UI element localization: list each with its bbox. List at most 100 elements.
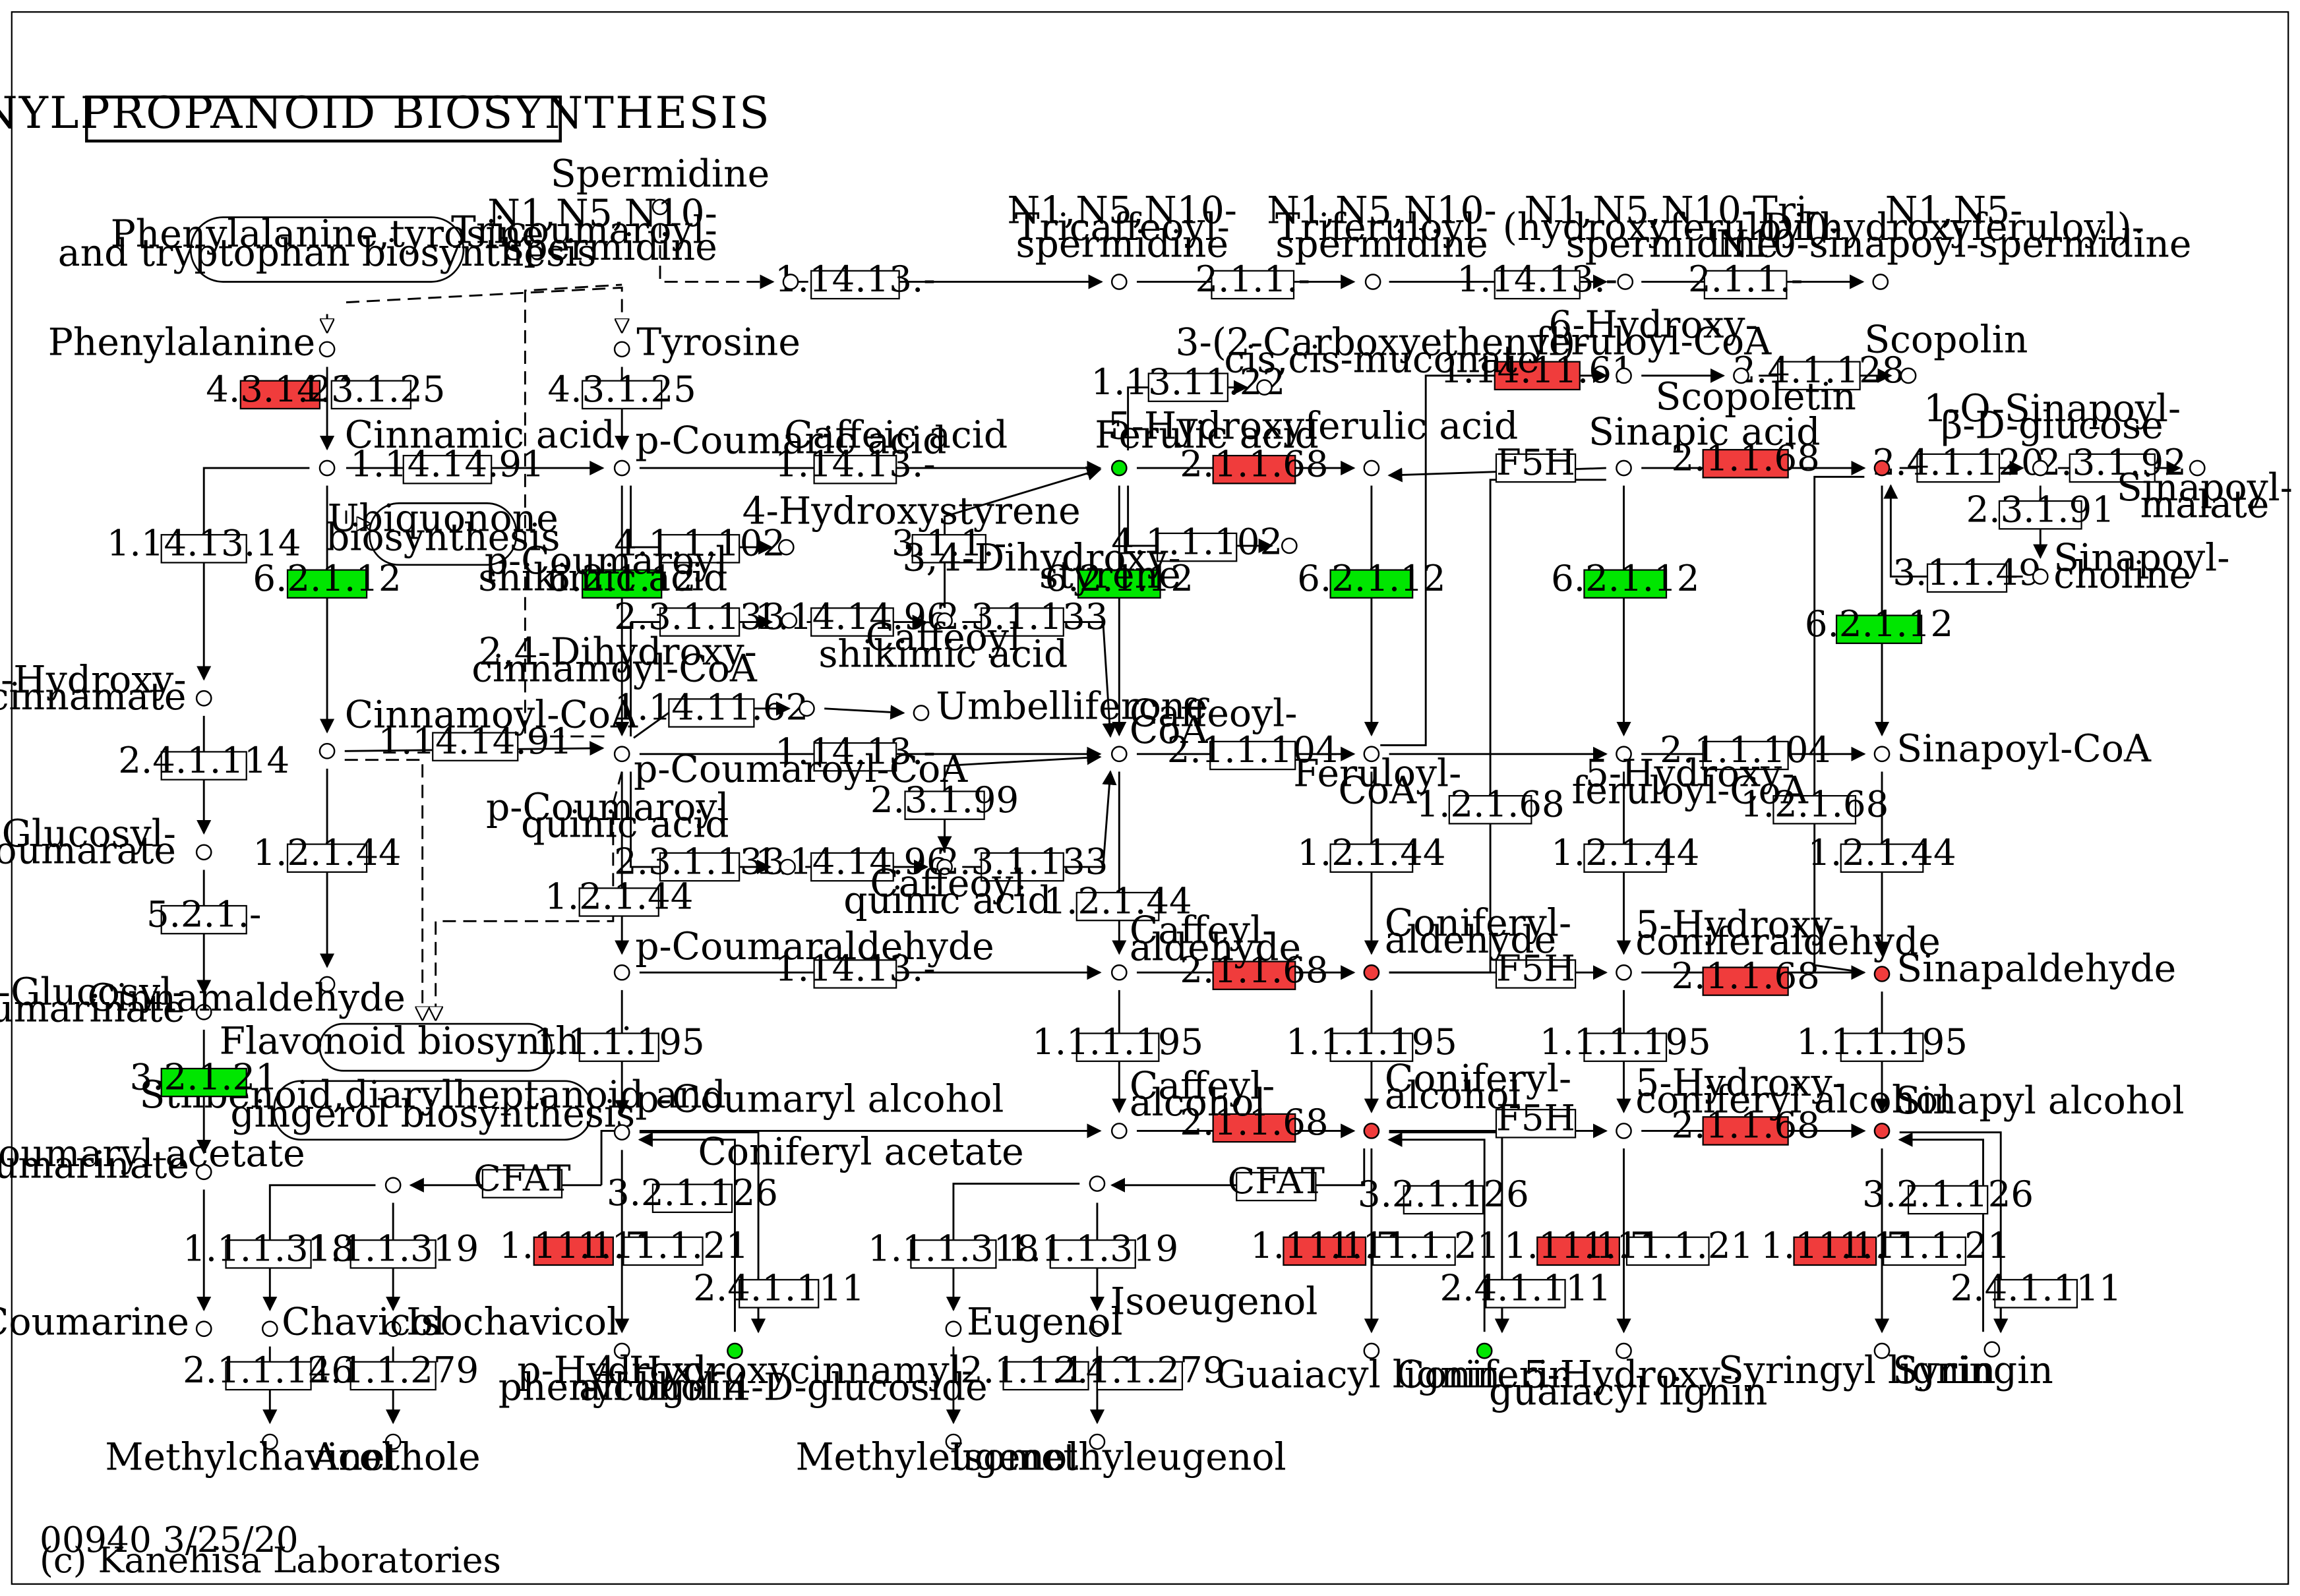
compound-node[interactable] (1873, 1342, 1891, 1359)
enzyme-box[interactable]: F5H (1495, 947, 1577, 990)
compound-schol[interactable] (2032, 568, 2049, 585)
compound-node[interactable] (1873, 1123, 1891, 1139)
compound-ieug[interactable] (1089, 1320, 1106, 1338)
compound-node[interactable] (318, 976, 336, 993)
compound-anet[interactable] (384, 1433, 402, 1450)
enzyme-box[interactable]: 2.3.1.92 (2038, 441, 2187, 483)
compound-node[interactable] (384, 1320, 402, 1338)
compound-pcac[interactable] (384, 1177, 402, 1194)
compound-coumarinate[interactable] (195, 1164, 212, 1181)
compound-node[interactable] (1872, 274, 1889, 290)
enzyme-box[interactable]: CFAT (473, 1157, 570, 1199)
compound-hgl5[interactable] (1616, 1342, 1632, 1359)
compound-hcald5[interactable] (1616, 964, 1632, 981)
compound-node[interactable] (779, 858, 796, 875)
enzyme-box[interactable]: 3.1.1.- (892, 522, 1006, 564)
compound-ccm[interactable] (1256, 379, 1273, 396)
enzyme-box[interactable]: 2.3.1.91 (1966, 488, 2115, 530)
compound-calc[interactable] (1110, 1123, 1128, 1139)
enzyme-box[interactable]: 6.2.1.12 (1045, 557, 1194, 599)
enzyme-box[interactable]: 2.1.1.279 (307, 1349, 479, 1391)
compound-umb[interactable] (913, 705, 930, 721)
compound-sgluc[interactable] (2032, 459, 2049, 477)
compound-node[interactable] (799, 700, 815, 717)
compound-node[interactable] (1873, 459, 1891, 477)
enzyme-box[interactable]: 1.14.13.- (775, 730, 936, 772)
compound-node[interactable] (384, 1433, 402, 1450)
compound-node[interactable] (1616, 1342, 1632, 1359)
enzyme-box[interactable]: 1.1.1.195 (1286, 1020, 1457, 1063)
enzyme-box[interactable]: 2.1.1.68 (1180, 949, 1328, 991)
enzyme-box[interactable]: 1.2.1.44 (253, 831, 401, 873)
enzyme-box[interactable]: 1.11.1.21 (1839, 1224, 2011, 1266)
enzyme-box[interactable]: 2.3.1.133 (936, 595, 1108, 637)
compound-node[interactable] (195, 1003, 212, 1020)
compound-conalc[interactable] (1363, 1123, 1380, 1139)
compound-node[interactable] (1616, 367, 1632, 384)
compound-csh[interactable] (936, 612, 953, 629)
compound-conald[interactable] (1363, 964, 1380, 981)
compound-node[interactable] (613, 459, 630, 477)
compound-node[interactable] (936, 612, 953, 629)
compound-cin[interactable] (318, 459, 336, 477)
compound-salc[interactable] (1873, 1123, 1891, 1139)
enzyme-box[interactable]: 2.4.1.128 (1733, 349, 1904, 391)
enzyme-box[interactable]: 1.2.1.68 (1416, 783, 1564, 825)
compound-sl[interactable] (1873, 1342, 1891, 1359)
enzyme-box[interactable]: 1.1.1.319 (307, 1227, 479, 1270)
enzyme-box[interactable]: 2.3.1.99 (870, 779, 1019, 821)
enzyme-box[interactable]: 1.2.1.68 (1740, 783, 1889, 825)
compound-cqa[interactable] (936, 858, 953, 875)
enzyme-box[interactable]: 4.1.1.102 (1111, 520, 1283, 562)
enzyme-box[interactable]: 1.1.1.318 (868, 1227, 1039, 1270)
enzyme-box[interactable]: 2.1.1.68 (1180, 1101, 1328, 1143)
enzyme-box[interactable]: 1.11.1.21 (577, 1224, 748, 1266)
enzyme-box[interactable]: 2.1.1.68 (1672, 955, 1820, 997)
compound-node[interactable] (782, 274, 799, 290)
compound-smal[interactable] (2189, 459, 2206, 477)
compound-node[interactable] (613, 341, 630, 358)
enzyme-box[interactable]: 3.2.1.126 (607, 1171, 778, 1214)
compound-node[interactable] (613, 964, 630, 981)
compound-node[interactable] (613, 746, 630, 763)
compound-node[interactable] (2032, 568, 2049, 585)
enzyme-box[interactable]: 4.3.1.24 (206, 368, 354, 410)
compound-spd[interactable] (651, 198, 669, 216)
compound-node[interactable] (613, 1342, 630, 1359)
compound-tcs[interactable] (782, 274, 799, 290)
enzyme-box[interactable]: 1.2.1.44 (1807, 831, 1956, 873)
compound-node[interactable] (261, 1433, 278, 1450)
enzyme-box[interactable]: 2.1.1.- (1195, 258, 1310, 300)
compound-node[interactable] (1110, 964, 1128, 981)
compound-hs[interactable] (777, 539, 795, 556)
enzyme-box[interactable]: F5H (1495, 441, 1577, 483)
compound-bdgc[interactable] (195, 844, 212, 861)
compound-pcsh[interactable] (781, 612, 798, 629)
compound-node[interactable] (261, 1320, 278, 1338)
enzyme-box[interactable]: 1.14.14.91 (378, 720, 572, 762)
enzyme-box[interactable]: CFAT (1228, 1160, 1325, 1202)
compound-chav[interactable] (261, 1320, 278, 1338)
compound-node[interactable] (1616, 746, 1632, 763)
compound-dhc[interactable] (799, 700, 815, 717)
compound-scop[interactable] (1900, 367, 1917, 384)
compound-conf[interactable] (1476, 1342, 1493, 1359)
compound-hfcoa5[interactable] (1616, 746, 1632, 763)
compound-node[interactable] (777, 539, 795, 556)
compound-node[interactable] (1089, 1433, 1106, 1450)
compound-node[interactable] (318, 742, 336, 759)
compound-cincoa[interactable] (318, 742, 336, 759)
enzyme-box[interactable]: 1.14.13.- (775, 947, 936, 990)
compound-node[interactable] (936, 858, 953, 875)
compound-node[interactable] (1363, 964, 1380, 981)
compound-fa[interactable] (1363, 459, 1380, 477)
compound-node[interactable] (1281, 537, 1298, 554)
compound-node[interactable] (1110, 1123, 1128, 1139)
compound-scoa[interactable] (1873, 746, 1891, 763)
compound-node[interactable] (1110, 459, 1128, 477)
compound-node[interactable] (1363, 1342, 1380, 1359)
compound-node[interactable] (1983, 1341, 2001, 1358)
compound-hcg[interactable] (727, 1342, 743, 1359)
